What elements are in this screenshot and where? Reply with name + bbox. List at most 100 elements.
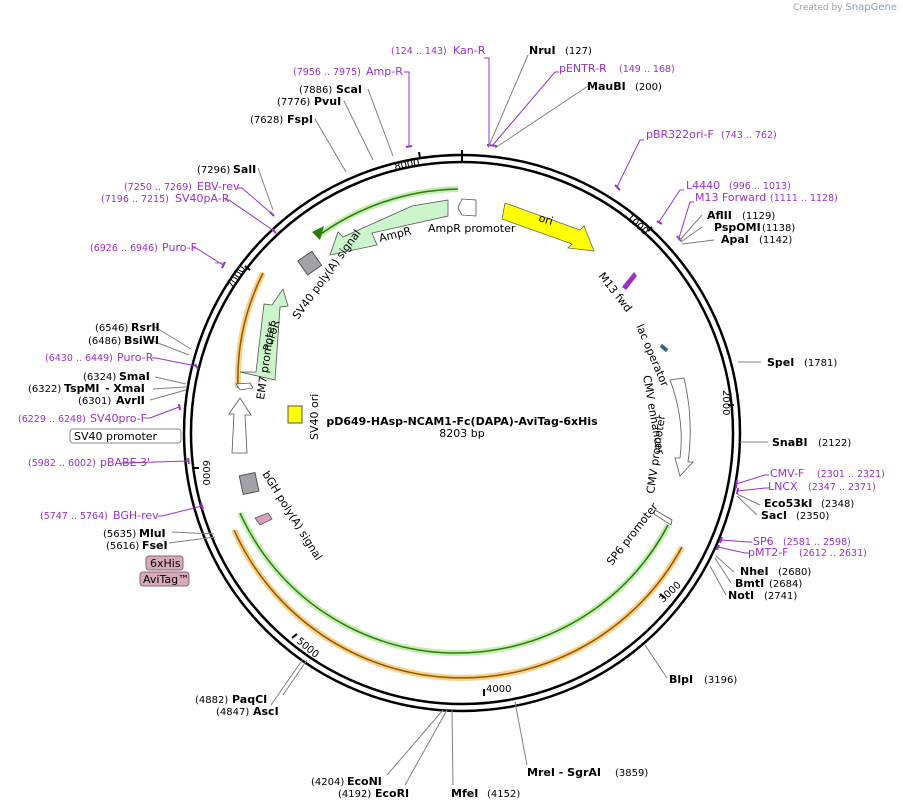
m13-fwd-feature [622,272,637,290]
label-sv40-ori: SV40 ori [308,394,321,440]
site-saci-pos: (2350) [796,511,829,522]
site-eco53ki: Eco53kI [764,497,812,510]
site-pvui-pos: (7776) [277,97,310,108]
site-labels: NruI (127) MauBI (200) AflII (1129) PspO… [28,44,854,800]
label-m13fwd: M13 fwd [596,270,635,315]
primer-sv40prof: SV40pro-F [90,412,147,425]
sv40-promoter-box [69,428,182,444]
primer-kanr: Kan-R [453,44,486,57]
primer-purof: Puro-F [162,241,197,254]
label-ori: ori [537,211,554,228]
site-sali-pos: (7296) [197,165,230,176]
orange-arc-lower-line [233,529,683,679]
site-spei-pos: (1781) [804,358,837,369]
sp6-promoter-feature [653,509,673,526]
leader-lines [121,54,769,786]
primer-l4440-range: (996 .. 1013) [729,181,791,192]
site-saci: SacI [761,509,787,522]
label-sp6-promoter: SP6 promoter [604,500,661,568]
site-aflii-pos: (1129) [742,211,775,222]
site-maubi: MauBI [587,80,626,93]
site-ecori-pos: (4192) [338,789,371,800]
sv40-polya-feature [297,250,323,276]
site-asci: AscI [253,705,279,718]
site-noti-pos: (2741) [764,591,797,602]
site-rsrii: RsrII [131,321,160,334]
tick-8000: 8000 [394,158,421,173]
primer-labels: (124 .. 143) Kan-R pENTR-R (149 .. 168) … [18,44,885,559]
primer-ebvrev: EBV-rev [197,180,240,193]
site-scai: ScaI [336,83,362,96]
site-blpi-pos: (3196) [704,675,737,686]
site-xmai-name: XmaI [113,382,144,395]
site-avrii: AvrII [116,394,145,407]
orange-arc-left-line [237,272,264,389]
ampr-promoter-feature [457,198,477,217]
site-tspmi: TspMI [64,382,100,395]
snapgene-credit: Created by SnapGene [793,2,897,13]
avitag-label: AviTag™ [143,573,189,586]
plasmid-size: 8203 bp [439,427,484,440]
tick-4000: 4000 [486,684,511,695]
site-spei: SpeI [767,356,794,369]
ori-feature [501,202,595,252]
primer-bghrev: BGH-rev [113,509,159,522]
cmv-enhancer-feature [669,377,694,477]
primer-puror: Puro-R [117,351,154,364]
site-pspomi: PspOMI [714,221,761,234]
primer-lncx-range: (2347 .. 2371) [808,482,876,493]
primer-sp6-range: (2581 .. 2598) [783,537,851,548]
label-ampr-promoter: AmpR promoter [428,222,516,235]
primer-m13fwd: M13 Forward [695,191,766,204]
primer-sp6: SP6 [753,535,774,548]
label-cmv-promoter: CMV promoter [644,414,668,495]
site-apai-pos: (1142) [759,235,792,246]
fc-tag-feature [254,512,273,526]
primer-puror-range: (6430 .. 6449) [45,353,113,364]
primer-ampr-range: (7956 .. 7975) [293,67,361,78]
site-asci-pos: (4847) [216,707,249,718]
primer-purof-range: (6926 .. 6946) [90,243,158,254]
label-sv40-polya: SV40 poly(A) signal [290,227,364,322]
site-noti: NotI [728,589,754,602]
site-nrui-pos: (127) [565,46,592,57]
site-sali: SalI [233,163,256,176]
primer-sv40par: SV40pA-R [175,192,230,205]
site-bsiwi: BsiWI [124,334,159,347]
plasmid-name: pD649-HAsp-NCAM1-Fc(DAPA)-AviTag-6xHis [326,415,598,428]
site-pvui: PvuI [314,95,341,108]
primer-pmt2f-range: (2612 .. 2631) [799,548,867,559]
site-fsei-pos: (5616) [106,541,139,552]
primer-pentr: pENTR-R [559,62,607,75]
primer-lncx: LNCX [768,480,798,493]
bgh-polya-feature [238,471,260,496]
sv40-promoter-box-label: SV40 promoter [74,430,158,443]
site-nrui: NruI [529,44,556,57]
tick-7000: 7000 [226,264,248,292]
credit-prefix: Created by [793,3,843,13]
site-bsiwi-pos: (6486) [88,336,121,347]
site-avrii-pos: (6301) [78,396,111,407]
site-scai-pos: (7886) [299,85,332,96]
primer-cmvf-range: (2301 .. 2321) [817,469,885,480]
site-fspi-pos: (7628) [250,115,283,126]
site-paqci: PaqCI [232,693,267,706]
site-pspomi-pos: (1138) [762,223,795,234]
site-maubi-pos: (200) [635,82,662,93]
sv40-ori-feature [287,405,303,424]
site-aflii: AflII [707,209,732,222]
primer-pbabe: pBABE 3' [100,456,150,469]
site-nhei: NheI [740,565,769,578]
primer-pbr322: pBR322ori-F [646,128,714,141]
green-arc-top-line [317,188,459,237]
site-smai-pos: (6324) [83,372,116,383]
his-tag-label: 6xHis [150,557,181,570]
site-snabi: SnaBI [772,436,808,449]
primer-bghrev-range: (5747 .. 5764) [40,511,108,522]
primer-cmvf: CMV-F [770,467,804,480]
primer-m13fwd-range: (1111 .. 1128) [770,193,838,204]
primer-l4440: L4440 [686,179,720,192]
site-mlui: MluI [139,527,166,540]
primer-pbr322-range: (743 .. 762) [721,130,777,141]
